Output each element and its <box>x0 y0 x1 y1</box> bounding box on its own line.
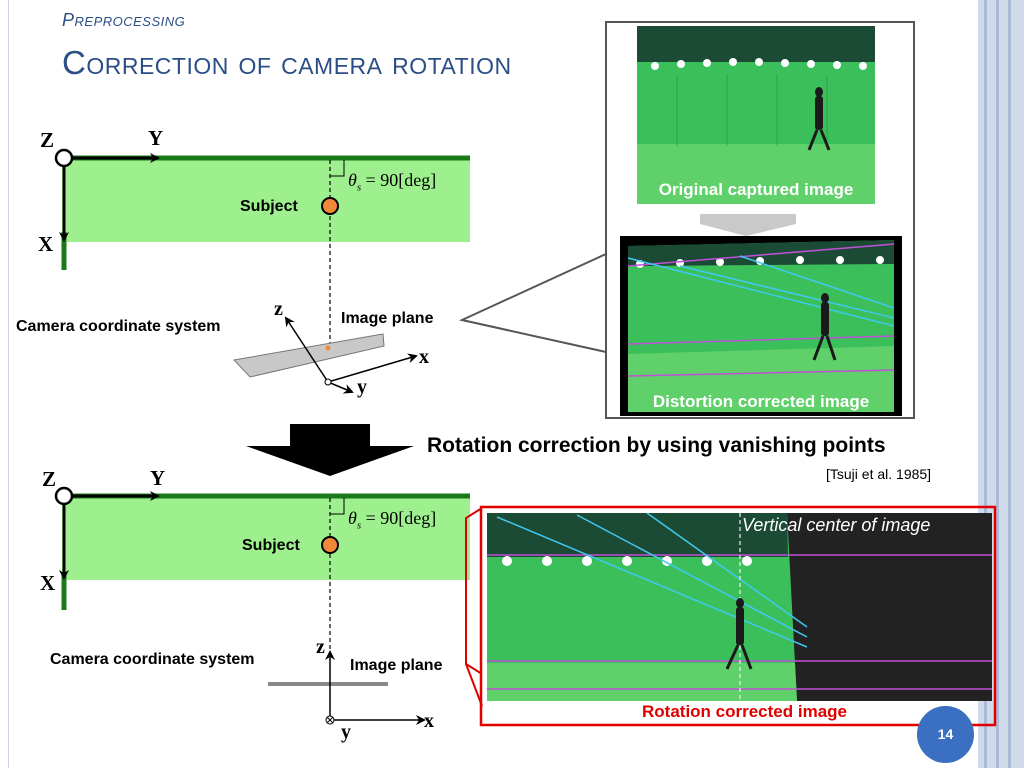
bottom-cam-y: y <box>341 721 351 743</box>
top-callout-lines <box>458 253 607 353</box>
bottom-theta-sub: s <box>356 519 362 532</box>
method-heading: Rotation correction by using vanishing p… <box>427 434 886 457</box>
bottom-camera-axes <box>325 650 426 725</box>
top-plane-point <box>325 345 331 351</box>
down-arrow-small <box>700 214 796 236</box>
bottom-cam-x: x <box>424 710 434 732</box>
bottom-callout-line <box>465 663 483 707</box>
method-citation: [Tsuji et al. 1985] <box>826 466 932 482</box>
slide-number-badge: 14 <box>917 706 974 763</box>
bottom-callout-bracket <box>465 507 483 675</box>
bottom-cam-z: z <box>316 636 325 658</box>
slide-title: Correction of camera rotation <box>62 44 512 81</box>
bottom-theta-label: θs = 90[deg] <box>348 508 436 532</box>
top-cam-x: x <box>419 346 429 368</box>
bottom-subject-dot <box>321 536 339 554</box>
top-theta-value: = 90[deg] <box>365 170 437 190</box>
top-theta-label: θs = 90[deg] <box>348 170 436 194</box>
top-camera-label: Camera coordinate system <box>16 318 221 335</box>
top-axis-Z: Z <box>40 128 55 152</box>
bottom-theta-symbol: θ <box>348 508 357 528</box>
original-caption: Original captured image <box>658 180 854 199</box>
slide-subtitle: Preprocessing <box>62 10 186 30</box>
bottom-right-angle <box>330 498 345 515</box>
distortion-image <box>620 236 902 416</box>
left-margin-line <box>8 0 9 768</box>
top-world-axes <box>54 148 160 242</box>
top-theta-symbol: θ <box>348 170 357 190</box>
bottom-camera-label: Camera coordinate system <box>50 651 255 668</box>
top-theta-sub: s <box>356 181 362 194</box>
top-image-plane-label: Image plane <box>341 310 434 327</box>
original-image <box>637 26 875 204</box>
top-axis-X: X <box>38 232 54 256</box>
top-subject-dot <box>321 197 339 215</box>
top-cam-z: z <box>274 298 283 320</box>
bottom-theta-value: = 90[deg] <box>365 508 437 528</box>
top-image-plane <box>232 333 385 378</box>
top-subject-label: Subject <box>240 198 298 215</box>
image-panel-box <box>605 21 915 419</box>
top-cam-y: y <box>357 376 367 398</box>
top-right-angle <box>330 160 345 177</box>
distortion-caption: Distortion corrected image <box>652 392 870 411</box>
bottom-axis-X: X <box>40 571 56 595</box>
bottom-axis-Z: Z <box>42 467 57 491</box>
top-field <box>61 155 470 270</box>
rotation-caption: Rotation corrected image <box>642 702 847 721</box>
bottom-image-plane-label: Image plane <box>350 657 443 674</box>
big-down-arrow <box>246 424 414 476</box>
top-axis-Y: Y <box>148 126 164 150</box>
vertical-center-label: Vertical center of image <box>742 515 931 535</box>
bottom-world-axes <box>54 486 160 580</box>
bottom-subject-label: Subject <box>242 537 300 554</box>
rotation-image <box>487 513 992 701</box>
rotation-panel-box <box>479 505 997 727</box>
bottom-axis-Y: Y <box>150 466 166 490</box>
top-camera-axes <box>284 316 418 394</box>
